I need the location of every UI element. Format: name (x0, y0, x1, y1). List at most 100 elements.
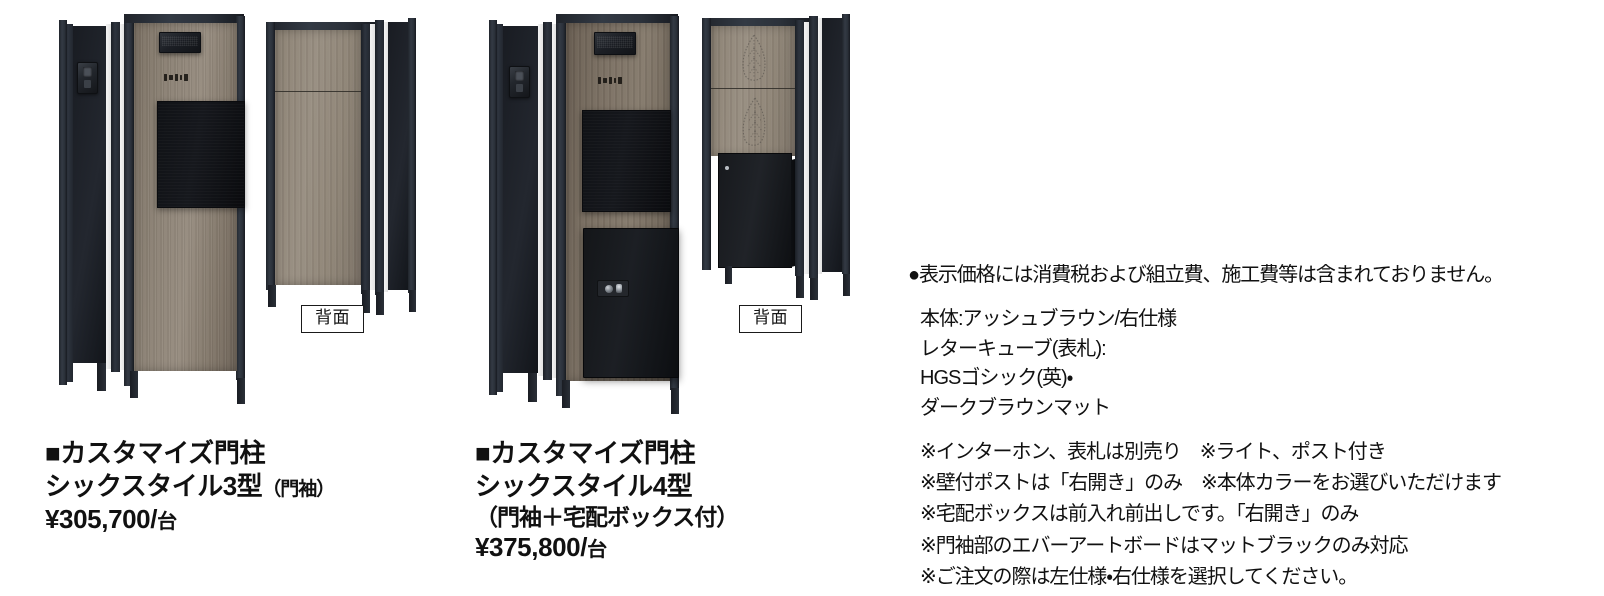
frame-gap-highlight-4 (538, 24, 543, 376)
frame-post-panel-left-4 (556, 14, 566, 396)
intercom-button-icon (83, 80, 92, 88)
intercom-icon-4 (509, 66, 530, 98)
frame-gap-highlight (106, 24, 111, 369)
product-4-price-unit: 台 (587, 539, 607, 562)
delivery-box-rear (718, 153, 803, 268)
frame-post-rear (64, 24, 73, 382)
product-3-illustration (40, 0, 460, 410)
rear-frame-outer (408, 18, 416, 293)
frame-post-panel-right-4 (670, 16, 679, 390)
rear-leg-right (376, 292, 384, 315)
spec-line-finish: ダークブラウンマット (920, 396, 1111, 419)
rear-leg-mid (362, 290, 370, 313)
leaf-perforation-art-upper (742, 34, 766, 81)
note-line-1: ※インターホン、表札は別売り ※ライト、ポスト付き (920, 441, 1387, 463)
rear-view-label-4: 背面 (739, 305, 802, 333)
product-4-price-value: ¥375,800/ (475, 532, 588, 563)
delivery-box-lock (597, 280, 629, 297)
rear-leg-far-4 (843, 274, 850, 296)
product-3-model: シックスタイル3型（門袖） (45, 470, 335, 503)
product-3-heading: ■カスタマイズ門柱 (45, 438, 266, 468)
rear-leg-right-4 (810, 278, 818, 300)
product-six-style-3: 背面 ■カスタマイズ門柱 シックスタイル3型（門袖） ¥305,700/台 (40, 0, 460, 596)
product-4-model: シックスタイル4型 (475, 470, 693, 501)
light-fixture-icon (159, 32, 201, 53)
rear-frame-post-far (375, 20, 384, 295)
frame-post-panel-left (124, 14, 134, 386)
product-3-model-suffix: （門袖） (262, 478, 335, 500)
leg-mid-4 (562, 380, 570, 408)
info-column: ●表示価格には消費税および組立費、施工費等は含まれておりません。 (908, 258, 1598, 287)
product-4-paren: （門袖＋宅配ボックス付） (475, 503, 739, 530)
leg-right-4 (671, 388, 679, 414)
leg-left-4 (528, 373, 537, 402)
rear-frame-left-4 (702, 18, 711, 270)
spec-line-lettercube: レターキューブ(表札): (920, 337, 1107, 360)
price-notice: ●表示価格には消費税および組立費、施工費等は含まれておりません。 (908, 264, 1504, 286)
product-3-price-value: ¥305,700/ (45, 503, 158, 534)
product-4-price: ¥375,800/台 (475, 531, 738, 564)
note-line-4: ※門袖部のエバーアートボードはマットブラックのみ対応 (920, 534, 1409, 557)
leaf-perforation-art-lower (742, 97, 766, 146)
spec-block: 本体:アッシュブラウン/右仕様 レターキューブ(表札): HGSゴシック(英)・… (920, 305, 1600, 423)
spec-line-body: 本体:アッシュブラウン/右仕様 (920, 308, 1177, 330)
intercom-icon (77, 62, 98, 94)
product-six-style-4: 背面 ■カスタマイズ門柱 シックスタイル4型 （門袖＋宅配ボックス付） ¥375… (470, 0, 900, 596)
light-fixture-icon-4 (594, 32, 636, 55)
frame-post-rear-4 (494, 24, 503, 392)
rear-panel-divider-4 (711, 88, 795, 89)
leg-left (97, 363, 106, 391)
leg-mid (130, 371, 138, 398)
rear-gap-highlight-4b (818, 18, 822, 274)
rear-box-knob-icon (725, 166, 729, 170)
product-3-price-unit: 台 (157, 510, 177, 533)
rear-panel-divider (275, 91, 361, 92)
leg-right (237, 378, 245, 404)
rear-gap-highlight-2 (384, 22, 388, 292)
frame-gap-highlight-2 (120, 24, 124, 370)
intercom-lens-icon (82, 66, 93, 78)
delivery-box (583, 228, 679, 378)
rear-frame-left (266, 22, 275, 290)
product-3-model-name: シックスタイル3型 (45, 470, 263, 501)
note-line-5: ※ご注文の際は左仕様・右仕様を選択してください。 (920, 565, 1358, 588)
rear-frame-outer-4 (842, 14, 850, 274)
rear-frame-top-rail-4 (702, 18, 814, 26)
letter-cube-post-4 (582, 110, 671, 212)
frame-post-left-outer-4 (489, 20, 497, 395)
frame-rail-top (124, 14, 244, 23)
product-3-caption: ■カスタマイズ門柱 シックスタイル3型（門袖） ¥305,700/台 (45, 437, 335, 536)
rear-gap-highlight-4 (804, 22, 809, 274)
note-line-3: ※宅配ボックスは前入れ前出しです。「右開き」のみ (920, 503, 1359, 526)
rear-box-leg (725, 266, 732, 284)
frame-post-left-outer (59, 20, 67, 385)
product-4-illustration (470, 0, 900, 420)
spec-line-font: HGSゴシック(英)・ (920, 367, 1073, 390)
rear-frame-right-4 (795, 20, 804, 276)
rear-frame-top-rail (266, 22, 380, 30)
rear-leg-mid-4 (796, 276, 804, 298)
rear-frame-post-far-4 (809, 16, 818, 278)
notes-block: ※インターホン、表札は別売り ※ライト、ポスト付き ※壁付ポストは「右開き」のみ… (920, 437, 1600, 593)
product-3-price: ¥305,700/台 (45, 503, 334, 536)
frame-gap-highlight-4b (552, 24, 556, 378)
rear-side-panel-dark-4 (822, 18, 844, 272)
product-4-caption: ■カスタマイズ門柱 シックスタイル4型 （門袖＋宅配ボックス付） ¥375,80… (475, 437, 739, 564)
rear-leg-far (409, 290, 416, 312)
letter-cube-post (157, 101, 245, 208)
delivery-box-keyhole-icon (615, 284, 622, 293)
frame-post-mid (111, 22, 120, 372)
intercom-button-icon-4 (515, 84, 524, 92)
frame-post-mid-4 (543, 22, 552, 380)
delivery-box-dial-icon (604, 284, 613, 293)
note-line-2: ※壁付ポストは「右開き」のみ ※本体カラーをお選びいただけます (920, 472, 1502, 495)
frame-rail-top-4 (556, 14, 678, 23)
rear-frame-right (361, 24, 370, 294)
rear-view-label-3: 背面 (301, 305, 364, 333)
intercom-lens-icon-4 (514, 70, 525, 82)
rear-leg-left (268, 285, 276, 307)
nameplate-lettering (164, 73, 198, 82)
rear-gap-highlight (370, 24, 375, 290)
rear-side-panel-dark (388, 22, 410, 290)
